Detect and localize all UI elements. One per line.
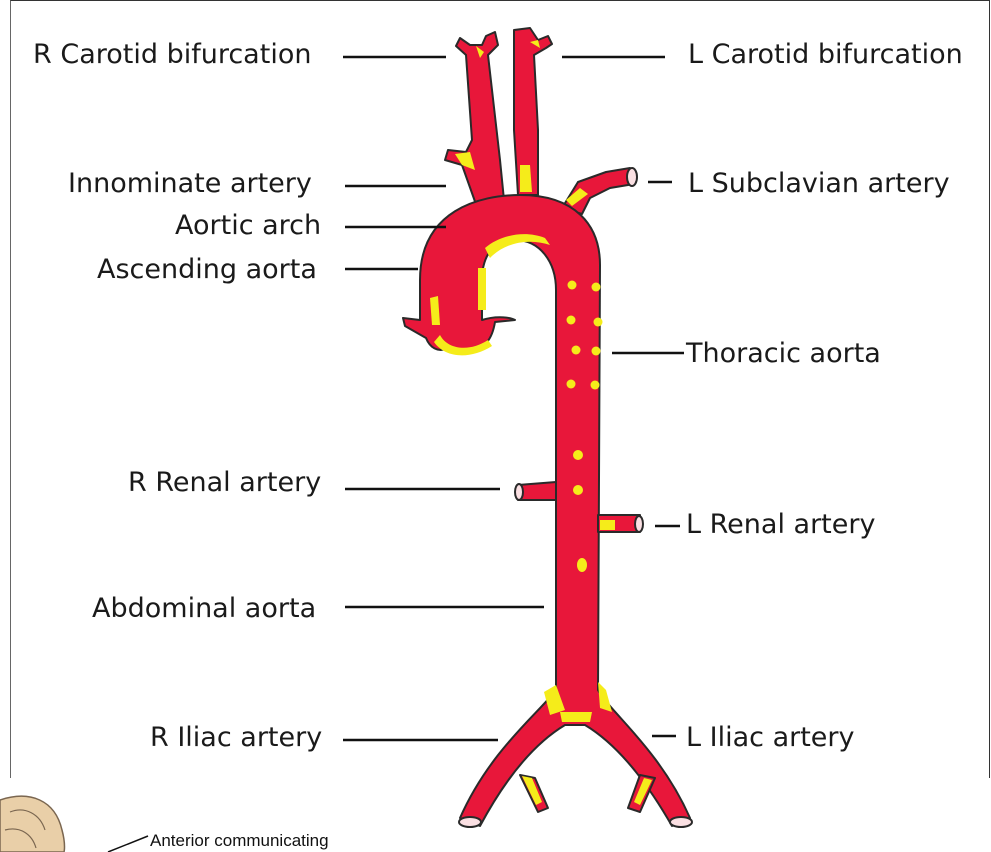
label-aortic-arch: Aortic arch bbox=[175, 210, 321, 241]
label-l-carotid-bifurcation: L Carotid bifurcation bbox=[688, 39, 963, 70]
label-r-iliac-artery: R Iliac artery bbox=[150, 722, 322, 753]
aorta-main-body bbox=[403, 195, 690, 826]
label-ascending-aorta: Ascending aorta bbox=[97, 254, 317, 285]
leader-lines bbox=[343, 57, 684, 740]
l-subclavian-artery bbox=[562, 168, 634, 214]
aorta-illustration bbox=[403, 28, 692, 827]
label-r-carotid-bifurcation: R Carotid bifurcation bbox=[33, 39, 311, 70]
label-thoracic-aorta: Thoracic aorta bbox=[685, 338, 881, 369]
brain-sketch-fragment bbox=[0, 796, 65, 852]
label-l-renal-artery: L Renal artery bbox=[686, 509, 875, 540]
label-anterior-communicating: Anterior communicating bbox=[150, 831, 329, 850]
l-carotid-artery bbox=[514, 28, 552, 195]
label-l-iliac-artery: L Iliac artery bbox=[686, 722, 855, 753]
label-innominate-artery: Innominate artery bbox=[68, 168, 312, 199]
plaque-deposits bbox=[430, 40, 652, 805]
r-carotid-artery bbox=[445, 32, 505, 210]
adjacent-figure-fragment: Anterior communicating bbox=[0, 796, 329, 852]
label-abdominal-aorta: Abdominal aorta bbox=[92, 593, 316, 624]
label-r-renal-artery: R Renal artery bbox=[128, 467, 321, 498]
label-l-subclavian-artery: L Subclavian artery bbox=[688, 168, 950, 199]
